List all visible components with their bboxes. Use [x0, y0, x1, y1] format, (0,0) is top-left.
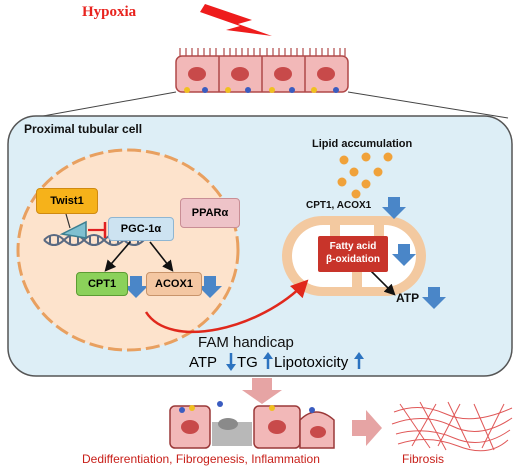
fatty-acid-label: Fatty acid — [329, 241, 377, 252]
pgc1a-box: PGC-1α — [108, 217, 174, 241]
enzymes-label: CPT1, ACOX1 — [306, 200, 372, 211]
pgc-to-acox1-arrow — [149, 241, 174, 272]
fatty-acid-oxidation-box: Fatty acid β-oxidation — [318, 236, 388, 272]
beta-oxidation-label: β-oxidation — [326, 254, 380, 265]
down-arrow-icon — [124, 276, 148, 298]
zoom-line-left — [31, 91, 177, 119]
cell-title: Proximal tubular cell — [24, 122, 143, 136]
acox1-box: ACOX1 — [146, 272, 202, 296]
down-arrow-icon — [382, 197, 406, 219]
stressor-label: Hypoxia — [82, 4, 137, 20]
atp-down-arrowhead — [226, 364, 236, 371]
progression-down-arrow — [242, 378, 282, 404]
lightning-icon — [200, 4, 272, 36]
beta-oxidation-to-atp-arrow — [369, 269, 396, 296]
summary-lipotoxicity: Lipotoxicity — [274, 354, 349, 371]
fam-handicap-title: FAM handicap — [198, 334, 294, 351]
outcome-left-label: Dedifferentiation, Fibrogenesis, Inflamm… — [82, 452, 320, 466]
down-arrow-icon — [422, 287, 446, 309]
twist1-connector — [65, 213, 71, 229]
cpt1-box: CPT1 — [76, 272, 128, 296]
atp-output-label: ATP — [396, 291, 420, 305]
lipid-accumulation-label: Lipid accumulation — [312, 138, 413, 150]
pgc-to-cpt1-arrow — [104, 241, 131, 272]
lipotoxicity-up-arrowhead — [354, 352, 364, 359]
decrease-arrows — [124, 197, 446, 309]
twist1-binding-triangle — [59, 220, 87, 239]
outcome-right-label: Fibrosis — [402, 452, 445, 466]
epithelium-strip — [175, 48, 349, 93]
nucleus — [16, 148, 240, 352]
acox1-to-mitochondrion-arrow — [144, 279, 309, 334]
summary-atp: ATP — [189, 354, 218, 371]
down-arrow-icon — [198, 276, 222, 298]
damaged-tissue — [169, 401, 335, 449]
twist1-box: Twist1 — [36, 188, 98, 214]
ppara-box: PPARα — [180, 198, 240, 228]
progression-right-arrow — [352, 410, 382, 446]
summary-tg: TG — [237, 354, 258, 371]
lipid-droplets — [337, 152, 393, 199]
tg-up-arrowhead — [263, 352, 273, 359]
zoom-line-right — [347, 91, 509, 119]
fibrosis-mesh — [391, 401, 513, 452]
down-arrow-icon — [392, 244, 416, 266]
